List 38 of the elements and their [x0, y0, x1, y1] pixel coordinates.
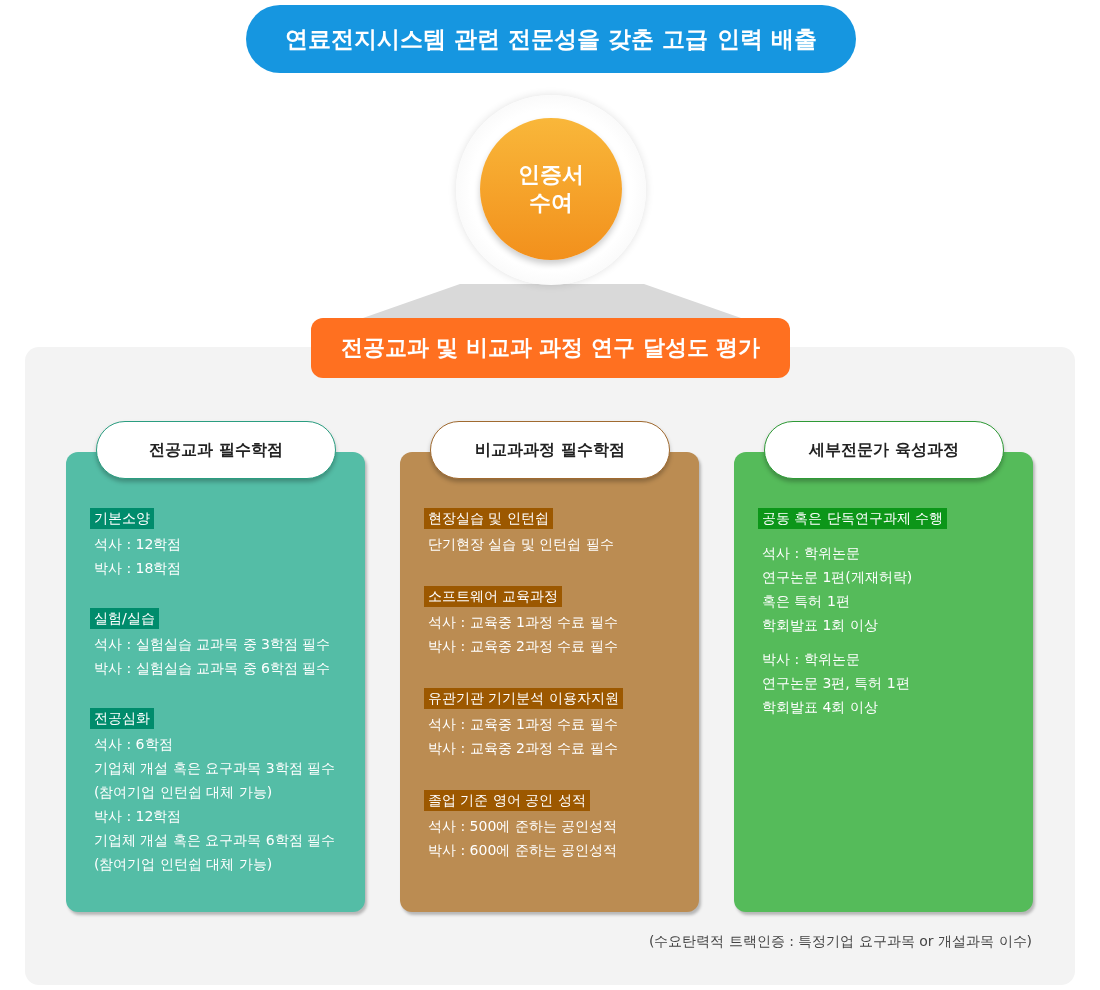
requirement-text: 연구논문 3편, 특허 1편 [761, 674, 910, 693]
requirement-text: 기업체 개설 혹은 요구과목 3학점 필수 [93, 759, 336, 778]
requirement-text: 기업체 개설 혹은 요구과목 6학점 필수 [93, 831, 336, 850]
requirement-text: 박사 : 학위논문 [761, 650, 860, 669]
requirement-text: 석사 : 12학점 [93, 535, 182, 554]
requirement-text: 석사 : 6학점 [93, 735, 173, 754]
section-tag: 기본소양 [90, 508, 154, 529]
requirement-text: 박사 : 교육중 2과정 수료 필수 [427, 637, 618, 656]
requirement-text: 학회발표 1회 이상 [761, 616, 878, 635]
card-heading: 비교과과정 필수학점 [430, 421, 670, 479]
requirement-text: 박사 : 12학점 [93, 807, 182, 826]
requirement-text: 석사 : 학위논문 [761, 544, 860, 563]
section-tag: 공동 혹은 단독연구과제 수행 [758, 508, 948, 529]
requirement-text: (참여기업 인턴쉽 대체 가능) [93, 855, 273, 874]
requirement-text: 박사 : 교육중 2과정 수료 필수 [427, 739, 618, 758]
requirement-text: 박사 : 600에 준하는 공인성적 [427, 841, 618, 860]
requirement-text: 석사 : 교육중 1과정 수료 필수 [427, 715, 618, 734]
footnote: (수요탄력적 트랙인증 : 특정기업 요구과목 or 개설과목 이수) [648, 933, 1032, 951]
section-tag: 졸업 기준 영어 공인 성적 [424, 790, 590, 811]
section-tag: 소프트웨어 교육과정 [424, 586, 563, 607]
requirement-text: 석사 : 실험실습 교과목 중 3학점 필수 [93, 635, 331, 654]
requirement-text: 석사 : 500에 준하는 공인성적 [427, 817, 618, 836]
card-heading: 세부전문가 육성과정 [764, 421, 1004, 479]
requirement-text: 연구논문 1편(게재허락) [761, 568, 913, 587]
title-banner: 연료전지시스템 관련 전문성을 갖춘 고급 인력 배출 [246, 5, 856, 73]
evaluation-banner: 전공교과 및 비교과 과정 연구 달성도 평가 [311, 318, 790, 378]
section-tag: 실험/실습 [90, 608, 159, 629]
section-tag: 유관기관 기기분석 이용자지원 [424, 688, 623, 709]
card-heading: 전공교과 필수학점 [96, 421, 336, 479]
section-tag: 현장실습 및 인턴쉽 [424, 508, 553, 529]
requirement-text: 단기현장 실습 및 인턴쉽 필수 [427, 535, 614, 554]
requirement-text: 석사 : 교육중 1과정 수료 필수 [427, 613, 618, 632]
requirement-text: 박사 : 실험실습 교과목 중 6학점 필수 [93, 659, 331, 678]
requirement-text: 학회발표 4회 이상 [761, 698, 878, 717]
requirement-text: 혹은 특허 1편 [761, 592, 850, 611]
requirement-text: (참여기업 인턴쉽 대체 가능) [93, 783, 273, 802]
section-tag: 전공심화 [90, 708, 154, 729]
requirement-text: 박사 : 18학점 [93, 559, 182, 578]
